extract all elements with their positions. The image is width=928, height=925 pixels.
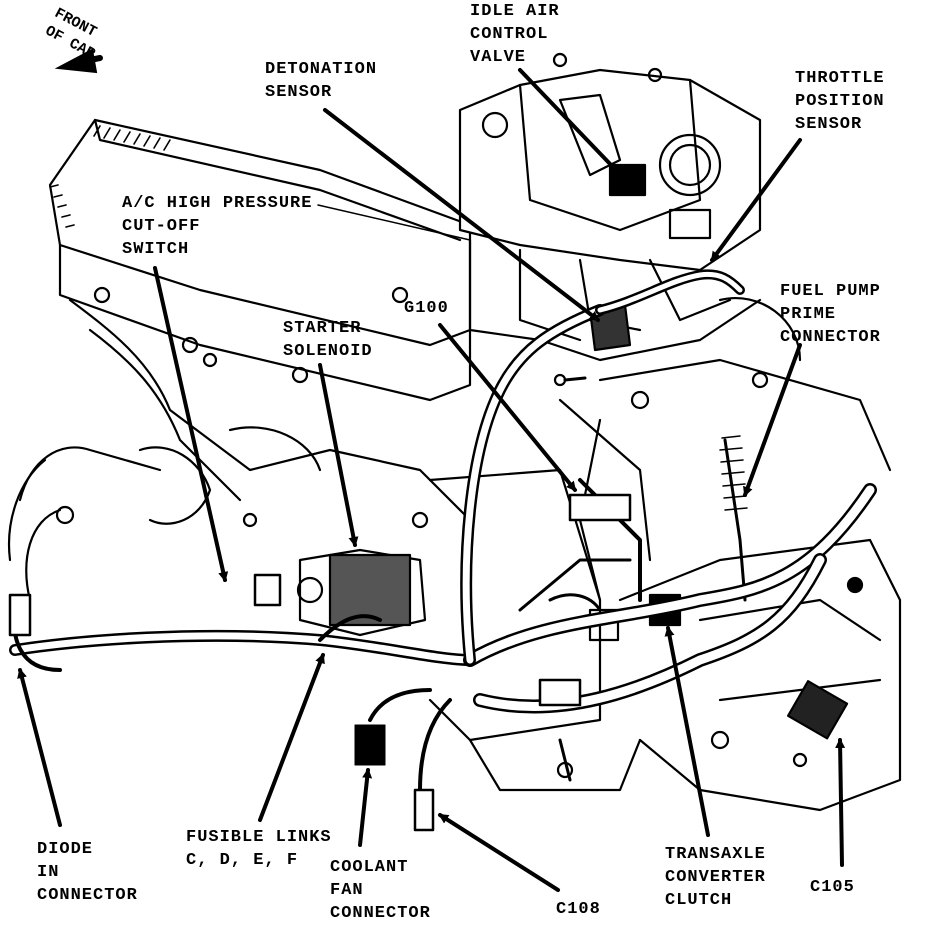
leader-throttle (710, 138, 802, 262)
leader-transaxle (664, 626, 710, 837)
callout-lines (17, 48, 846, 892)
leader-ac-top (317, 204, 471, 241)
engine-drawing (8, 52, 902, 812)
leader-idle-air (518, 68, 637, 192)
leader-fusible (258, 653, 325, 822)
label-c108: C108 (556, 900, 601, 919)
leader-fuel (743, 343, 802, 497)
leader-g100 (438, 323, 577, 492)
leader-detonation (323, 108, 600, 322)
wiring-harness (8, 269, 877, 832)
leader-starter (318, 363, 359, 547)
leader-ac (153, 266, 229, 582)
leader-diode (17, 668, 62, 827)
label-c105: C105 (810, 878, 855, 897)
leader-coolant (358, 768, 373, 847)
leader-c105 (835, 738, 846, 867)
label-g100: G100 (404, 299, 449, 318)
leader-c108 (438, 813, 560, 892)
